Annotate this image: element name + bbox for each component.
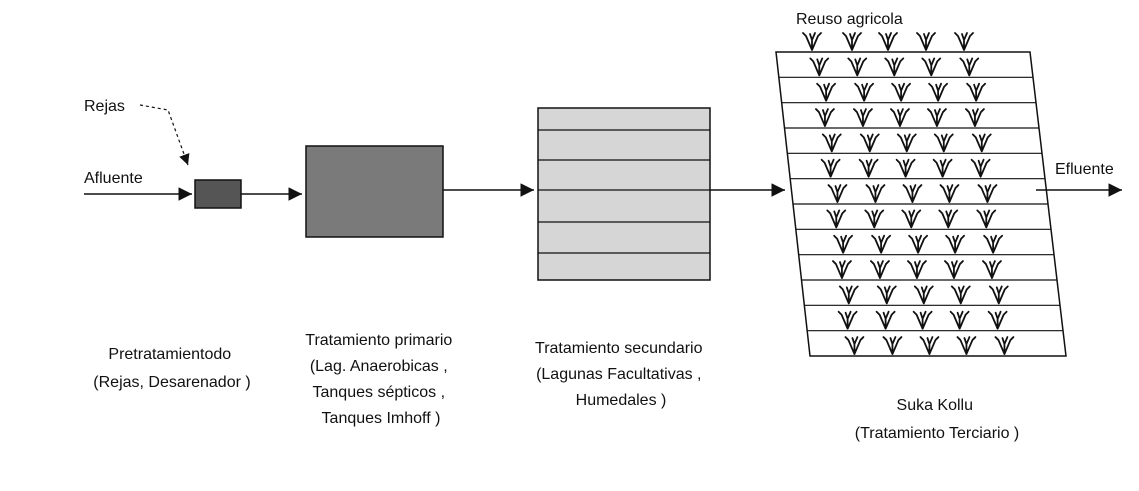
crop-sprout-icon <box>842 32 862 51</box>
crop-sprout-icon <box>865 184 886 203</box>
crop-sprout-icon <box>939 184 960 203</box>
crop-sprout-icon <box>802 32 822 51</box>
crop-sprout-icon <box>988 285 1009 305</box>
crop-sprout-icon <box>976 209 997 229</box>
crop-sprout-icon <box>815 108 835 127</box>
crop-sprout-icon <box>809 57 830 77</box>
crop-sprout-icon <box>838 285 859 305</box>
crop-sprout-icon <box>959 57 980 77</box>
crop-sprout-icon <box>864 209 885 229</box>
rejas-label: Rejas <box>84 98 125 115</box>
crop-sprout-icon <box>912 310 933 330</box>
crop-sprout-icon <box>982 260 1002 279</box>
crop-sprout-icon <box>927 108 947 127</box>
crop-sprout-icon <box>847 57 868 77</box>
crop-sprout-icon <box>882 336 903 355</box>
crop-sprout-icon <box>859 133 880 153</box>
crop-sprout-icon <box>826 209 847 229</box>
crop-sprout-icon <box>895 158 916 178</box>
crop-sprout-icon <box>844 336 865 355</box>
crop-sprout-icon <box>821 133 842 153</box>
crop-sprout-icon <box>908 234 929 254</box>
crop-sprout-icon <box>945 234 966 254</box>
crop-sprout-icon <box>949 310 970 330</box>
crop-sprout-icon <box>832 260 852 279</box>
crop-sprout-icon <box>858 158 879 178</box>
crop-sprout-icon <box>901 209 922 229</box>
crop-sprout-icon <box>884 57 905 77</box>
crop-sprout-icon <box>827 184 848 203</box>
crop-sprout-icon <box>921 57 942 77</box>
crop-sprout-icon <box>970 158 991 178</box>
crop-sprout-icon <box>983 234 1004 254</box>
crop-sprout-icon <box>944 260 964 279</box>
secondary-treatment-block <box>537 107 711 281</box>
primary-treatment-block <box>305 145 444 238</box>
crop-sprout-icon <box>890 108 910 127</box>
crop-sprout-icon <box>913 285 934 305</box>
crop-sprout-icon <box>870 260 890 279</box>
crop-sprout-icon <box>896 133 917 153</box>
crop-sprout-icon <box>919 336 940 355</box>
crop-sprout-icon <box>994 336 1015 355</box>
reuso-label: Reuso agricola <box>796 11 903 28</box>
crop-sprout-icon <box>938 209 959 229</box>
crop-sprout-icon <box>878 32 898 51</box>
crop-sprout-icon <box>891 82 912 102</box>
afluente-label: Afluente <box>84 170 143 187</box>
crop-sprout-icon <box>907 260 927 279</box>
crop-sprout-icon <box>871 234 892 254</box>
caption-pretratamiento: Pretratamientodo (Rejas, Desarenador ) <box>93 346 250 391</box>
crop-sprout-icon <box>902 184 923 203</box>
caption-secundario: Tratamiento secundario (Lagunas Facultat… <box>535 340 707 409</box>
screen-block <box>194 179 242 209</box>
efluente-label: Efluente <box>1055 161 1114 178</box>
crop-sprout-icon <box>876 285 897 305</box>
caption-terciario: Suka Kollu (Tratamiento Terciario ) <box>855 397 1020 442</box>
crop-sprout-icon <box>965 108 985 127</box>
crop-sprout-icon <box>916 32 936 51</box>
crop-sprout-icon <box>950 285 971 305</box>
suka-kollu-field <box>775 32 1067 357</box>
crop-sprout-icon <box>816 82 837 102</box>
crop-sprout-icon <box>956 336 977 355</box>
crop-sprout-icon <box>954 32 974 51</box>
crop-sprout-icon <box>971 133 992 153</box>
crop-sprout-icon <box>820 158 841 178</box>
crop-sprout-icon <box>853 108 873 127</box>
crop-sprout-icon <box>875 310 896 330</box>
crop-sprout-icon <box>966 82 987 102</box>
crop-sprout-icon <box>933 133 954 153</box>
crop-sprout-icon <box>854 82 875 102</box>
crop-sprout-icon <box>987 310 1008 330</box>
caption-primario: Tratamiento primario (Lag. Anaerobicas ,… <box>305 332 456 427</box>
rejas-leader-arrow <box>139 104 190 166</box>
crop-sprout-icon <box>977 184 998 203</box>
crop-sprout-icon <box>928 82 949 102</box>
crop-sprout-icon <box>833 234 854 254</box>
crop-sprout-icon <box>837 310 858 330</box>
crop-sprout-icon <box>932 158 953 178</box>
